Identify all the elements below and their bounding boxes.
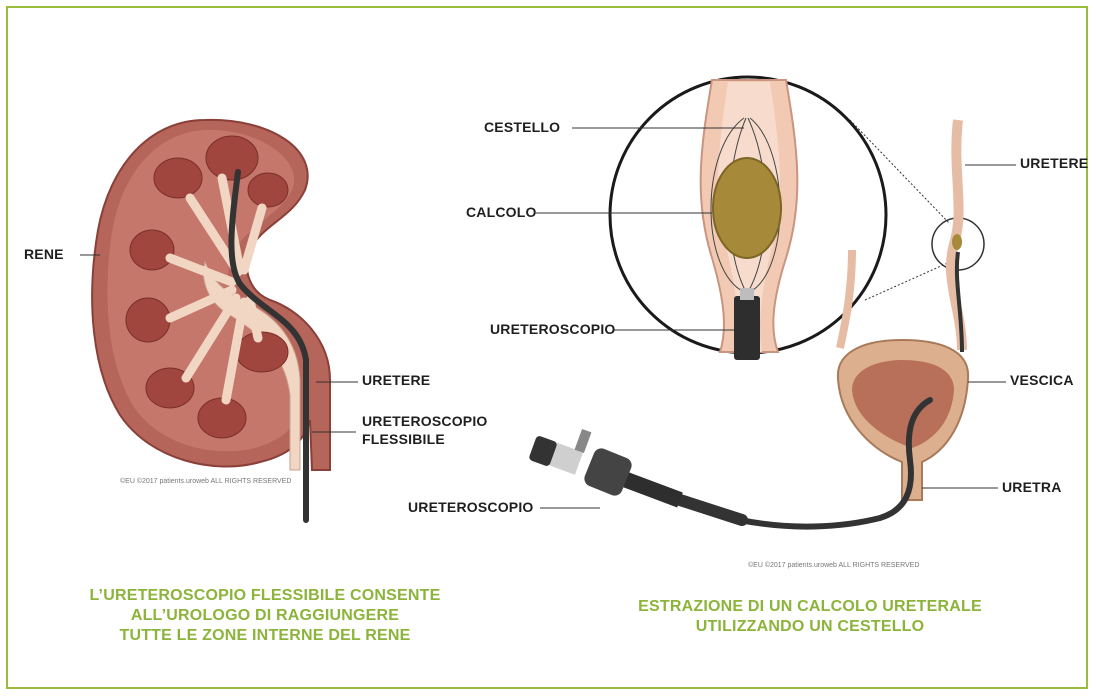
caption-left: L’URETEROSCOPIO FLESSIBILE CONSENTE ALL’…	[40, 586, 490, 646]
renal-pyramid	[248, 173, 288, 207]
label-calcolo: CALCOLO	[466, 204, 537, 220]
label-uretra: URETRA	[1002, 479, 1062, 495]
renal-pyramid	[198, 398, 246, 438]
label-ureteroscopio-zoom: URETEROSCOPIO	[490, 321, 616, 337]
bladder	[838, 340, 968, 500]
renal-pyramid	[130, 230, 174, 270]
caption-right: ESTRAZIONE DI UN CALCOLO URETERALE UTILI…	[600, 597, 1020, 637]
stone	[713, 158, 781, 258]
copyright-left: ©EU ©2017 patients.uroweb ALL RIGHTS RES…	[120, 478, 291, 485]
renal-pyramid	[206, 136, 258, 180]
label-ureteroscopio-flessibile: URETEROSCOPIO FLESSIBILE	[362, 412, 488, 448]
label-rene: RENE	[24, 246, 64, 262]
copyright-right: ©EU ©2017 patients.uroweb ALL RIGHTS RES…	[748, 562, 919, 569]
label-ureteroscopio-bottom: URETEROSCOPIO	[408, 499, 534, 515]
renal-pyramid	[154, 158, 202, 198]
label-uretere-left: URETERE	[362, 372, 430, 388]
label-uretere-right: URETERE	[1020, 155, 1088, 171]
kidney-illustration	[92, 120, 330, 520]
renal-pyramid	[126, 298, 170, 342]
label-vescica: VESCICA	[1010, 372, 1074, 388]
label-cestello: CESTELLO	[484, 119, 560, 135]
